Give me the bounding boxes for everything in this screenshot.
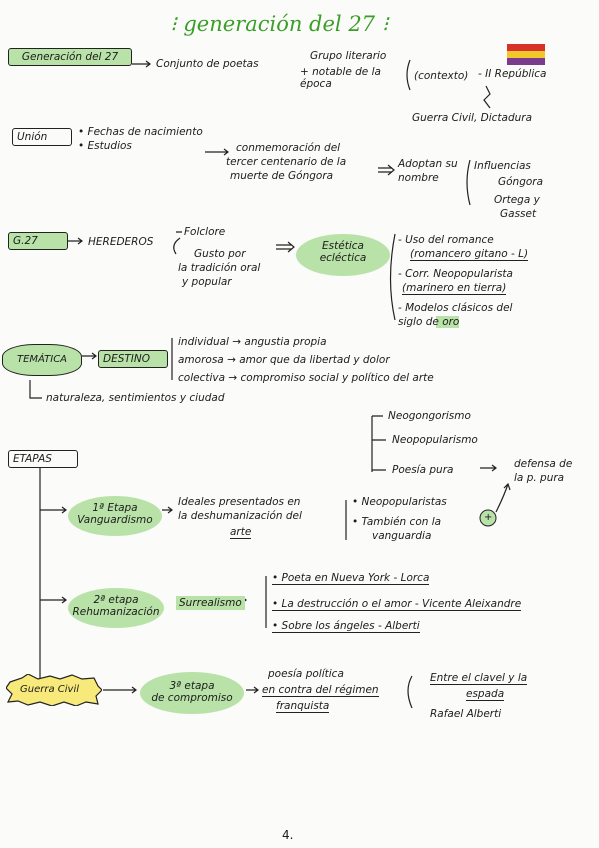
stage2-work3: • Sobre los ángeles - Alberti xyxy=(272,620,420,633)
generacion-label-box: Generación del 27 xyxy=(8,48,132,66)
work-title-line1: Entre el clavel y la xyxy=(430,672,528,685)
taste-line3: y popular xyxy=(182,276,232,288)
birth-dates-text: • Fechas de nacimiento xyxy=(78,126,203,138)
definition-text: Conjunto de poetas xyxy=(156,58,259,70)
plus-icon: + xyxy=(484,512,493,523)
love-line: amorosa → amor que da libertad y dolor xyxy=(178,354,390,366)
stage1-neopopularists: • Neopopularistas xyxy=(352,496,447,508)
g27-label: G.27 xyxy=(13,235,38,247)
aesthetic-line1: Estética xyxy=(322,240,364,252)
aesthetic-blob: Estética ecléctica xyxy=(296,234,390,276)
commemoration-line1: conmemoración del xyxy=(236,142,341,154)
g27-box: G.27 xyxy=(8,232,68,250)
marinero-text: (marinero en tierra) xyxy=(402,282,507,295)
tematica-label: TEMÁTICA xyxy=(16,354,68,365)
ideals-line3: arte xyxy=(230,526,252,539)
defense-line2: la p. pura xyxy=(514,472,565,484)
stage3-line1: 3ª etapa xyxy=(169,680,215,692)
etapas-box: ETAPAS xyxy=(8,450,78,468)
pure-poetry-text: Poesía pura xyxy=(392,464,454,476)
romancero-text: (romancero gitano - L) xyxy=(410,248,529,261)
union-box: Unión xyxy=(12,128,72,146)
stage2-work2: • La destrucción o el amor - Vicente Ale… xyxy=(272,598,522,611)
heirs-text: HEREDEROS xyxy=(88,236,154,248)
stage2-work3-label: • Sobre los ángeles - Alberti xyxy=(272,620,420,633)
taste-line2: la tradición oral xyxy=(178,262,261,274)
stage1-vanguard-text: vanguardia xyxy=(372,530,432,542)
taste-line1: Gusto por xyxy=(194,248,246,260)
individual-line: individual → angustia propia xyxy=(178,336,327,348)
tematica-blob: TEMÁTICA xyxy=(2,344,82,376)
influence-gongora: Góngora xyxy=(498,176,544,188)
civil-war-label: Guerra Civil xyxy=(20,684,80,695)
political-poetry-line1: poesía política xyxy=(268,668,344,680)
literary-group-text: Grupo literario xyxy=(310,50,387,62)
influence-gasset: Gasset xyxy=(500,208,537,220)
adopt-line2: nombre xyxy=(398,172,439,184)
destino-box: DESTINO xyxy=(98,350,168,368)
ideals-line2: la deshumanización del xyxy=(178,510,302,522)
etapas-label: ETAPAS xyxy=(13,453,52,465)
influence-ortega: Ortega y xyxy=(494,194,540,206)
generacion-label: Generación del 27 xyxy=(21,51,119,63)
stage2-line2: Rehumanización xyxy=(72,606,160,618)
adopt-line1: Adoptan su xyxy=(398,158,458,170)
republic-label: II República xyxy=(485,68,547,80)
neopopularism-text: Neopopularismo xyxy=(392,434,478,446)
notable-text: + notable de la época xyxy=(300,66,381,90)
golden-age-label: siglo de oro xyxy=(398,316,460,328)
stage1-also-text: • También con la xyxy=(352,516,442,528)
neogongorism-text: Neogongorismo xyxy=(388,410,471,422)
destino-label: DESTINO xyxy=(103,353,151,365)
stage2-line1: 2ª etapa xyxy=(93,594,139,606)
nature-line: naturaleza, sentimientos y ciudad xyxy=(46,392,225,404)
neopopular-text: - Corr. Neopopularista xyxy=(398,268,513,280)
political-poetry-line3: franquista xyxy=(276,700,330,713)
context-text: (contexto) xyxy=(414,70,469,82)
stage2-work1: • Poeta en Nueva York - Lorca xyxy=(272,572,430,585)
commemoration-line2: tercer centenario de la xyxy=(226,156,347,168)
spanish-republic-flag-icon xyxy=(507,44,545,65)
stage1-line1: 1ª Etapa xyxy=(92,502,138,514)
studies-text: • Estudios xyxy=(78,140,132,152)
civil-war-star-shape xyxy=(6,674,102,706)
romance-use-text: - Uso del romance xyxy=(398,234,494,246)
stage1-blob: 1ª Etapa Vanguardismo xyxy=(68,496,162,536)
defense-line1: defensa de xyxy=(514,458,573,470)
stage3-line2: de compromiso xyxy=(151,692,233,704)
stage2-work1-label: • Poeta en Nueva York - Lorca xyxy=(272,572,430,585)
stage1-line2: Vanguardismo xyxy=(77,514,153,526)
political-poetry-line2: en contra del régimen xyxy=(262,684,379,697)
republic-text: - II República xyxy=(478,68,547,80)
union-label: Unión xyxy=(17,131,48,143)
commemoration-line3: muerte de Góngora xyxy=(230,170,334,182)
classic-models-text: - Modelos clásicos del xyxy=(398,302,513,314)
golden-age-text: siglo de oro xyxy=(398,316,460,328)
title-decoration-right: ⁝ xyxy=(375,12,389,36)
stage3-blob: 3ª etapa de compromiso xyxy=(140,672,244,714)
aesthetic-line2: ecléctica xyxy=(319,252,367,264)
stage2-work2-label: • La destrucción o el amor - Vicente Ale… xyxy=(272,598,522,611)
author-alberti: Rafael Alberti xyxy=(430,708,502,720)
stage2-blob: 2ª etapa Rehumanización xyxy=(68,588,164,628)
surrealism-text: Surrealismo xyxy=(176,596,245,610)
page-number: 4. xyxy=(282,828,294,842)
page-title: ⁝ generación del 27 ⁝ xyxy=(170,12,388,36)
work-title-line2: espada xyxy=(466,688,505,701)
influences-text: Influencias xyxy=(474,160,531,172)
folklore-text: Folclore xyxy=(184,226,226,238)
ideals-line1: Ideales presentados en xyxy=(178,496,301,508)
collective-line: colectiva → compromiso social y político… xyxy=(178,372,434,384)
title-decoration-left: ⁝ xyxy=(170,12,184,36)
war-dictatorship-text: Guerra Civil, Dictadura xyxy=(412,112,533,124)
title-text: generación del 27 xyxy=(183,12,376,36)
